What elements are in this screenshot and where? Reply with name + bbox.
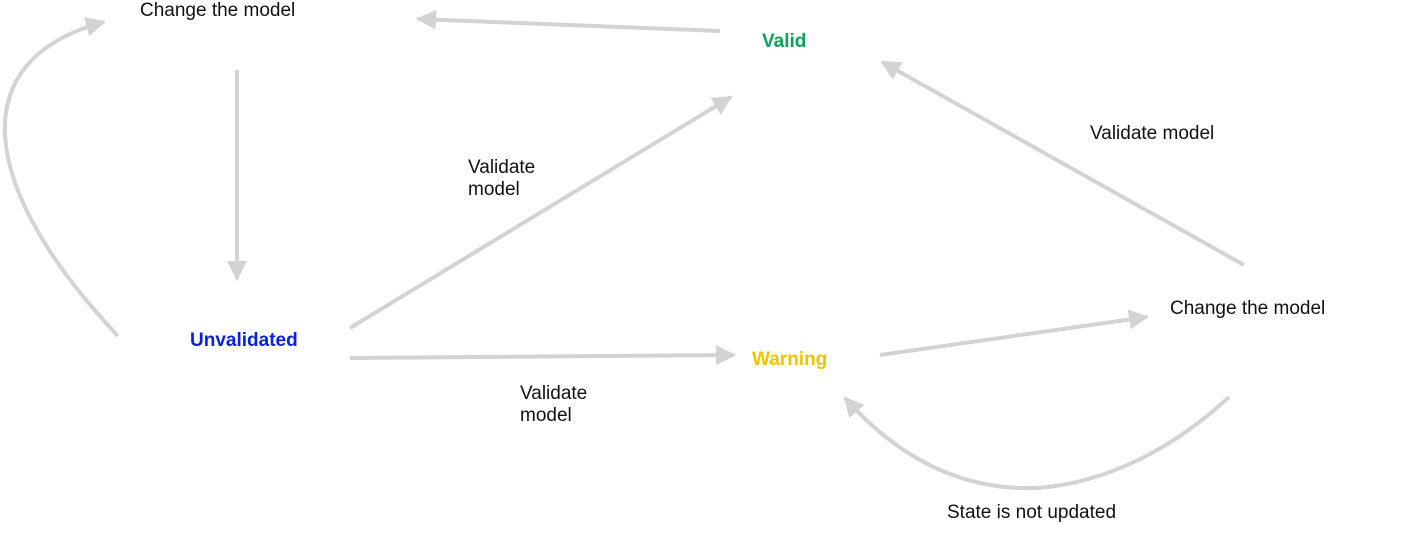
label-validate-to-warning: Validate model — [520, 383, 587, 427]
state-warning: Warning — [752, 349, 828, 370]
label-state-not-updated: State is not updated — [947, 502, 1117, 523]
arrow-unvalidated-to-valid — [348, 95, 733, 330]
state-valid: Valid — [762, 31, 807, 52]
state-unvalidated: Unvalidated — [190, 330, 298, 351]
label-validate-to-warning-line-1: Validate — [520, 383, 588, 404]
label-validate-from-change: Validate model — [1090, 123, 1215, 144]
arrow-unvalidated-to-warning — [349, 345, 736, 366]
arrow-warning-to-change-right — [879, 309, 1149, 357]
arrow-valid-to-change-top — [416, 9, 721, 33]
arrow-change-right-to-warning — [843, 395, 1231, 491]
label-validate-to-valid-line-1: Validate — [468, 157, 536, 178]
label-validate-to-warning-line-2: model — [520, 405, 572, 426]
label-change-model-right: Change the model — [1170, 298, 1326, 319]
label-validate-to-valid: Validate model — [468, 157, 535, 201]
arrow-change-right-to-valid — [880, 60, 1245, 267]
arrow-unvalidated-to-change-top — [2, 16, 120, 338]
label-change-model-top: Change the model — [140, 0, 296, 21]
label-validate-to-valid-line-2: model — [468, 179, 520, 200]
